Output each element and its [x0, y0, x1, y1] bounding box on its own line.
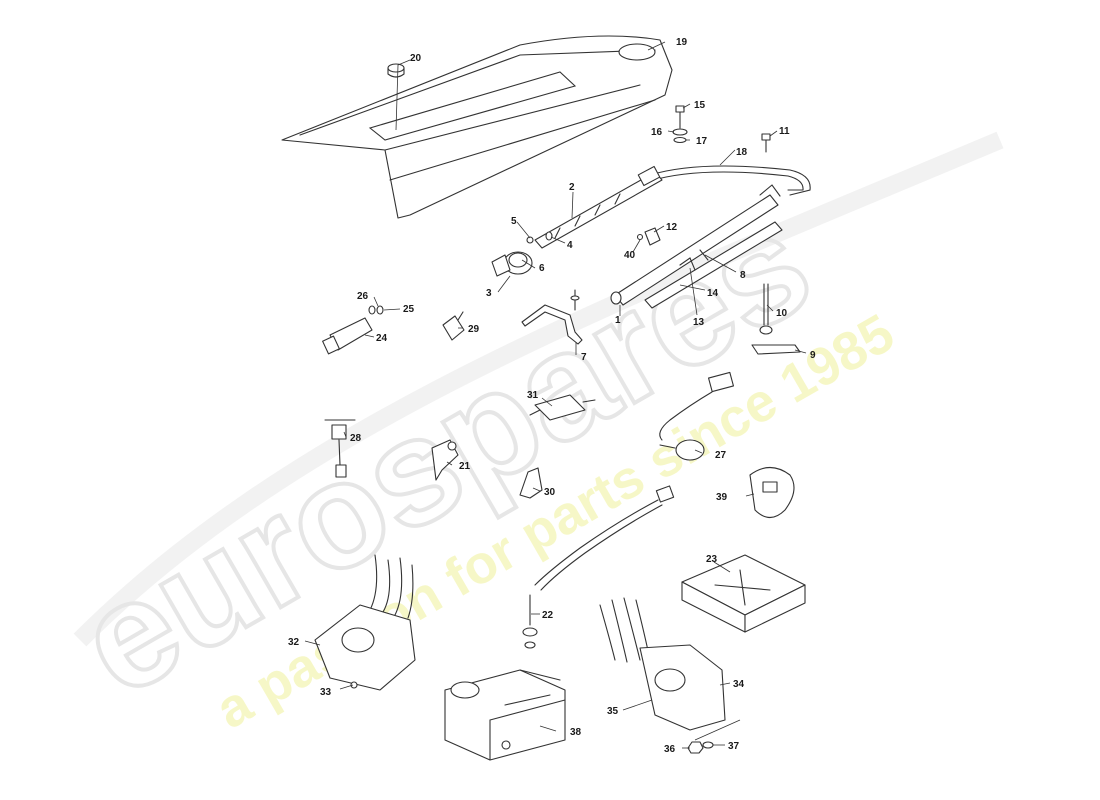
part-fuel-pipe: [649, 165, 811, 196]
part-sensor-39: [749, 466, 795, 519]
part-module-31: [529, 394, 596, 421]
callout-30: 30: [544, 487, 556, 498]
part-bracket: [521, 289, 583, 345]
callout-6: 6: [539, 263, 545, 274]
callout-39: 39: [716, 492, 728, 503]
callout-19: 19: [676, 37, 688, 48]
callout-25: 25: [403, 304, 415, 315]
part-nut-washer: [687, 741, 714, 754]
callout-11: 11: [779, 126, 790, 137]
part-sensor-harness-27: [659, 371, 734, 461]
part-sensor-29: [442, 311, 465, 341]
part-grommet: [387, 63, 405, 78]
callout-31: 31: [527, 390, 539, 401]
callout-9: 9: [810, 350, 816, 361]
callout-3: 3: [486, 288, 492, 299]
callout-16: 16: [651, 127, 663, 138]
callout-10: 10: [776, 308, 788, 319]
part-distributor-left: [314, 554, 416, 691]
callout-12: 12: [666, 222, 678, 233]
callout-27: 27: [715, 450, 727, 461]
callout-24: 24: [376, 333, 388, 344]
callout-38: 38: [570, 727, 582, 738]
callout-1: 1: [615, 315, 621, 326]
callout-37: 37: [728, 741, 740, 752]
callout-32: 32: [288, 637, 300, 648]
callout-34: 34: [733, 679, 745, 690]
callout-8: 8: [740, 270, 746, 281]
part-fuel-pressure-regulator: [491, 236, 534, 277]
callout-20: 20: [410, 53, 422, 64]
part-bolt-11: [761, 133, 771, 153]
callout-14: 14: [707, 288, 719, 299]
callout-labels: 1 2 3 4 5 6 7 8 9 10 11 12 13 14 15 16 1…: [288, 37, 816, 755]
callout-40: 40: [624, 250, 636, 261]
part-engine-cover: [281, 35, 673, 219]
callout-23: 23: [706, 554, 718, 565]
part-fitting-4: [545, 231, 553, 241]
part-injector-21: [431, 439, 459, 481]
callout-17: 17: [696, 136, 708, 147]
callout-28: 28: [350, 433, 362, 444]
callout-15: 15: [694, 100, 706, 111]
callout-4: 4: [567, 240, 573, 251]
callout-26: 26: [357, 291, 369, 302]
part-injector-30: [519, 467, 543, 499]
callout-21: 21: [459, 461, 471, 472]
part-ignition-coil: [444, 669, 566, 761]
part-distributor-right: [599, 597, 741, 741]
part-fuel-rail-right: [610, 184, 783, 309]
callout-2: 2: [569, 182, 575, 193]
part-stud: [759, 283, 773, 335]
callout-22: 22: [542, 610, 554, 621]
callout-18: 18: [736, 147, 748, 158]
callout-5: 5: [511, 216, 517, 227]
part-fuel-rail-left: [534, 165, 663, 249]
part-ecu: [681, 554, 806, 633]
part-sensor-28: [324, 419, 356, 478]
part-strap: [751, 344, 801, 355]
part-bolt-washers: [672, 105, 688, 144]
callout-33: 33: [320, 687, 332, 698]
callout-35: 35: [607, 706, 619, 717]
callout-29: 29: [468, 324, 480, 335]
callout-13: 13: [693, 317, 705, 328]
leader-lines: [304, 41, 807, 749]
callout-7: 7: [581, 352, 587, 363]
callout-36: 36: [664, 744, 676, 755]
part-clip: [636, 227, 661, 246]
part-sensor-24: [322, 305, 384, 355]
watermark: eurospares a passion for parts since 198…: [50, 131, 1004, 740]
part-lead-22: [522, 485, 675, 649]
